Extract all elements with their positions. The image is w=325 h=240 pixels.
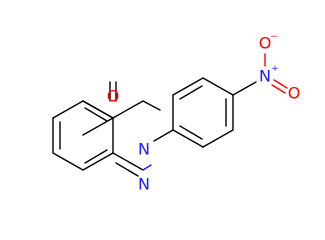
bond [232, 81, 257, 96]
bond [172, 129, 204, 148]
structure-canvas: O N N N + O − O [52, 32, 301, 194]
bond [82, 152, 114, 171]
benzo-ring [52, 100, 114, 171]
double-bond-inner [179, 125, 203, 140]
bond [142, 164, 152, 171]
bond [82, 100, 114, 119]
atom-label-oxygen: O [259, 34, 272, 53]
double-bond-inner [115, 162, 139, 177]
bond [52, 100, 84, 119]
pyridazinone-ring [82, 100, 161, 177]
molecule-structure: O N N N + O − O [52, 32, 301, 194]
bond [112, 100, 144, 119]
nitrophenyl-ring [172, 77, 234, 148]
bond [52, 152, 84, 171]
atom-label-nitrogen: N [138, 140, 150, 159]
nitro-group: N + O − O [232, 32, 301, 103]
atom-label-nitrogen: N [259, 67, 271, 86]
bond [202, 77, 234, 96]
atom-label-nitrogen: N [138, 175, 150, 194]
double-bond-inner [179, 85, 203, 100]
atom-label-oxygen: O [107, 87, 120, 106]
bond [153, 129, 174, 142]
atom-label-oxygen: O [288, 84, 301, 103]
bond [82, 117, 114, 136]
carbonyl-group: O [107, 81, 120, 106]
double-bond [271, 84, 286, 94]
double-bond-inner [84, 149, 108, 164]
bond [112, 152, 144, 171]
bond [142, 100, 161, 111]
charge-minus: − [270, 32, 278, 42]
double-bond-inner [84, 107, 108, 122]
double-bond [273, 79, 288, 89]
bond [202, 129, 234, 148]
charge-plus: + [271, 64, 279, 74]
bond [172, 77, 204, 96]
